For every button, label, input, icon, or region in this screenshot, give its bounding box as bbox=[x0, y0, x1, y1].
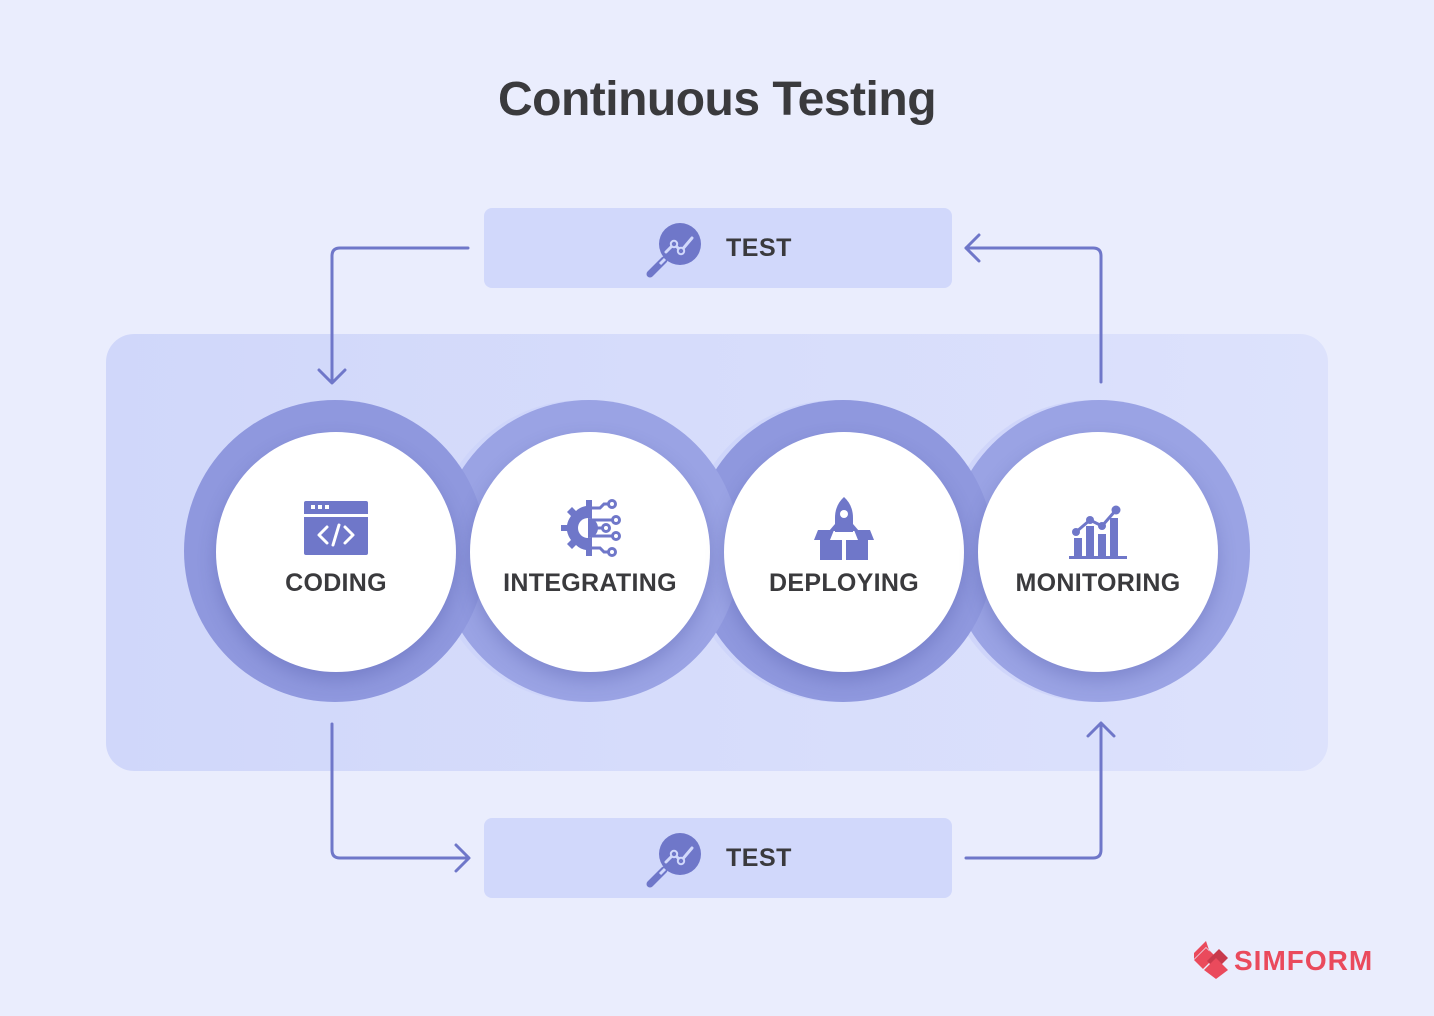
magnifier-chart-icon bbox=[646, 223, 701, 278]
stage-label: INTEGRATING bbox=[503, 569, 677, 597]
test-box-bottom: TEST bbox=[484, 818, 952, 898]
stage-label: CODING bbox=[285, 569, 387, 597]
magnifier-chart-icon bbox=[646, 833, 701, 888]
stage-label: MONITORING bbox=[1015, 569, 1181, 597]
test-label: TEST bbox=[726, 234, 792, 262]
code-window-icon bbox=[304, 501, 368, 555]
page-title: Continuous Testing bbox=[497, 73, 937, 126]
gear-circuit-icon bbox=[561, 499, 621, 557]
arrowhead-right-icon bbox=[454, 843, 471, 873]
simform-logo-icon bbox=[1194, 941, 1228, 979]
brand-name: SIMFORM bbox=[1234, 945, 1374, 976]
brand-logo: SIMFORM bbox=[1192, 940, 1402, 980]
stage-deploying: DEPLOYING bbox=[724, 432, 964, 672]
stage-coding: CODING bbox=[216, 432, 456, 672]
bar-chart-trend-icon bbox=[1069, 505, 1127, 559]
stage-monitoring: MONITORING bbox=[978, 432, 1218, 672]
stage-label: DEPLOYING bbox=[769, 569, 919, 597]
arrowhead-left-icon bbox=[964, 233, 981, 263]
stage-integrating: INTEGRATING bbox=[470, 432, 710, 672]
rocket-box-icon bbox=[814, 497, 874, 560]
test-box-top: TEST bbox=[484, 208, 952, 288]
test-label: TEST bbox=[726, 844, 792, 872]
